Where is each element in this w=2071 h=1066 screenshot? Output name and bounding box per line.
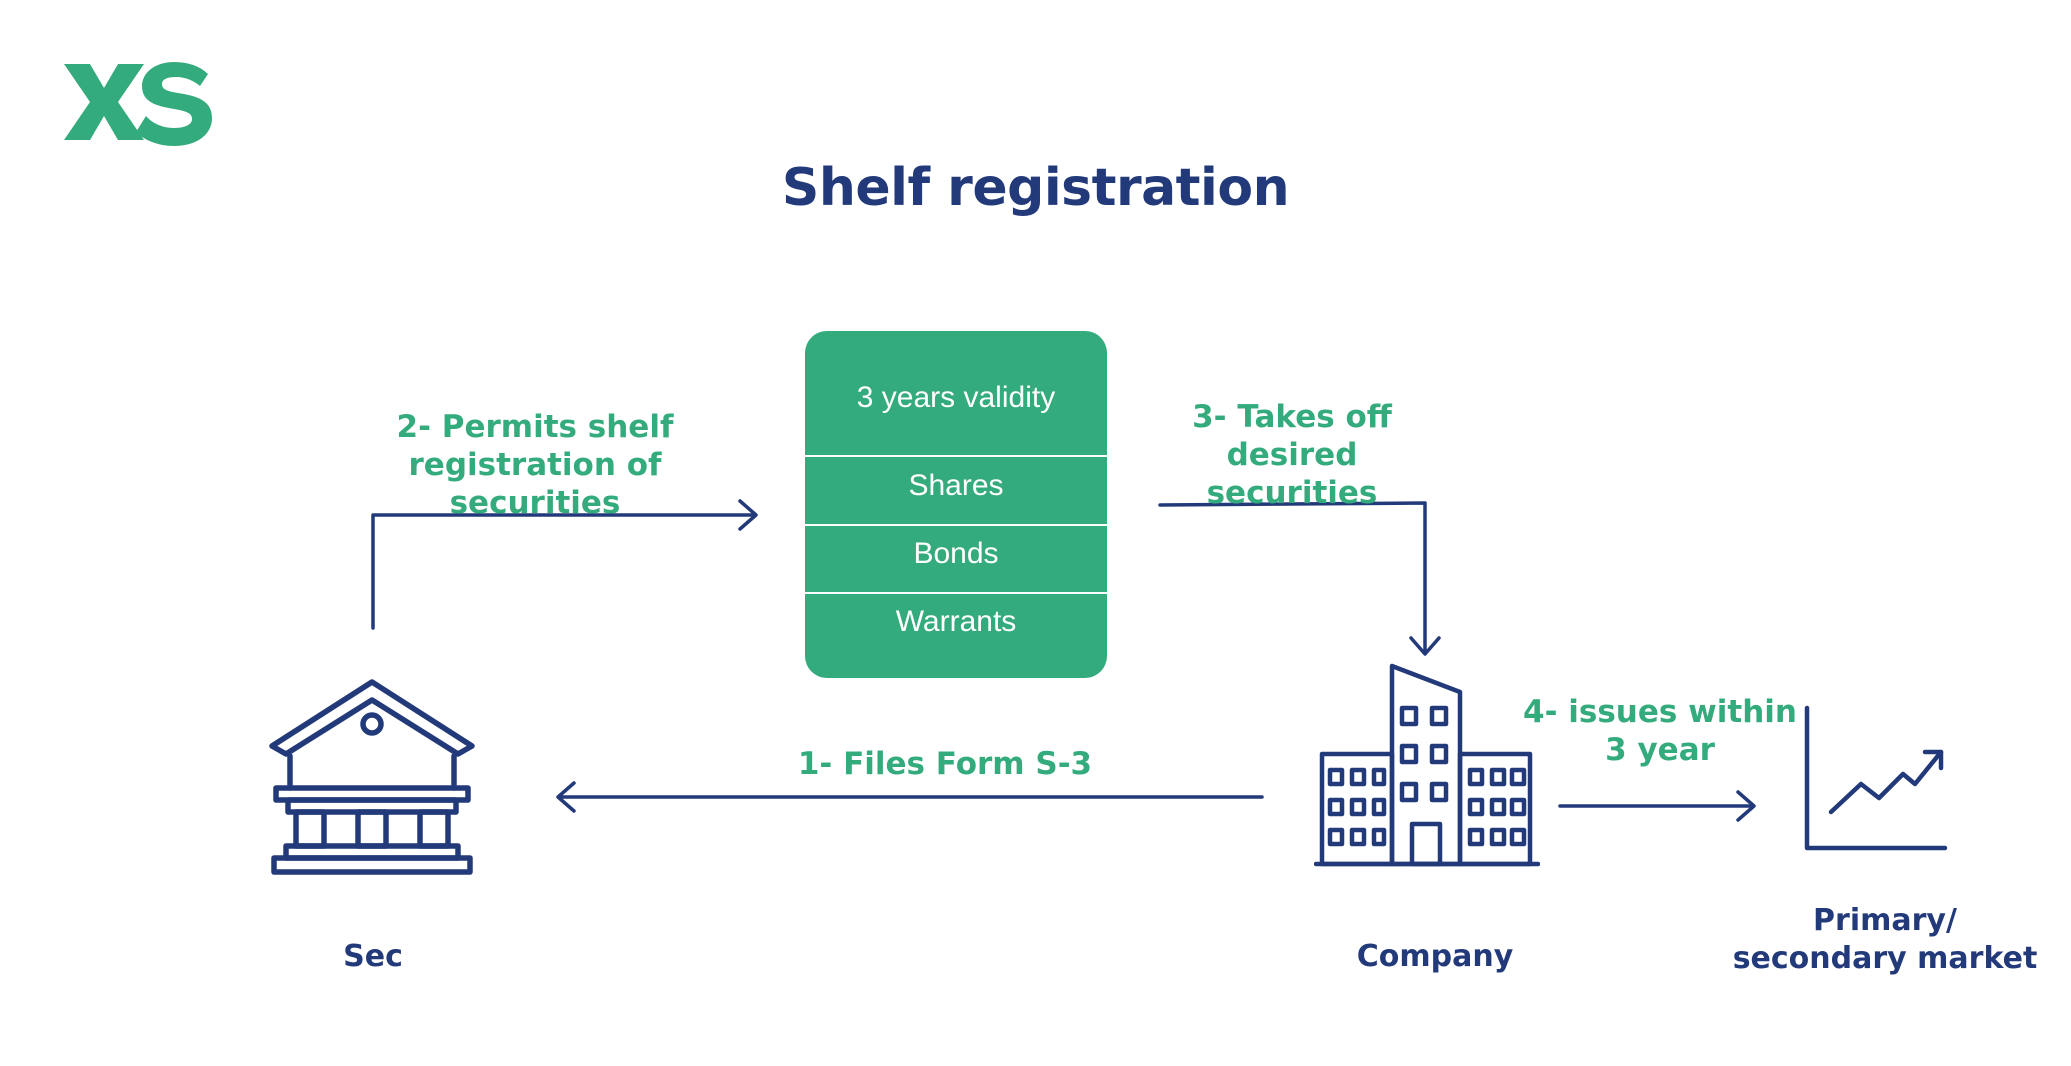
arrow-step3-head [1409, 636, 1441, 656]
sec-label: Sec [343, 939, 403, 974]
divider [805, 455, 1107, 457]
arrow-step2-head [738, 499, 758, 531]
market-label-line1: Primary/ [1813, 903, 1957, 938]
step3-label: 3- Takes off desired securities [1122, 398, 1462, 512]
validity-header: 3 years validity [856, 381, 1056, 414]
step3-line2: securities [1206, 475, 1378, 511]
divider [805, 592, 1107, 594]
market-label-line2: secondary market [1732, 941, 2038, 976]
item-bonds: Bonds [913, 537, 999, 570]
step4-label: 4- issues within 3 year [1520, 693, 1800, 769]
xs-logo: XS [64, 62, 212, 146]
step2-line2: registration of securities [408, 447, 662, 521]
arrow-step3 [1158, 501, 1427, 654]
securities-box: 3 years validity Shares Bonds Warrants [805, 331, 1107, 678]
company-label: Company [1356, 939, 1514, 974]
step2-line1: 2- Permits shelf [396, 409, 674, 445]
step4-line1: 4- issues within [1523, 694, 1797, 730]
item-warrants: Warrants [895, 605, 1017, 638]
market-label: Primary/ secondary market [1700, 902, 2070, 978]
step2-label: 2- Permits shelf registration of securit… [320, 408, 750, 522]
arrow-step2 [371, 513, 756, 630]
step1-label: 1- Files Form S-3 [797, 746, 1093, 782]
office-building-icon [1314, 663, 1540, 867]
item-shares: Shares [908, 469, 1004, 502]
arrow-step1-head [556, 781, 576, 813]
arrow-step4-head [1736, 790, 1756, 822]
step4-line2: 3 year [1605, 732, 1715, 768]
rising-chart-icon [1804, 705, 1948, 851]
page-title: Shelf registration [781, 158, 1290, 218]
divider [805, 524, 1107, 526]
bank-building-icon [269, 679, 475, 875]
step3-line1: 3- Takes off desired [1192, 399, 1392, 473]
